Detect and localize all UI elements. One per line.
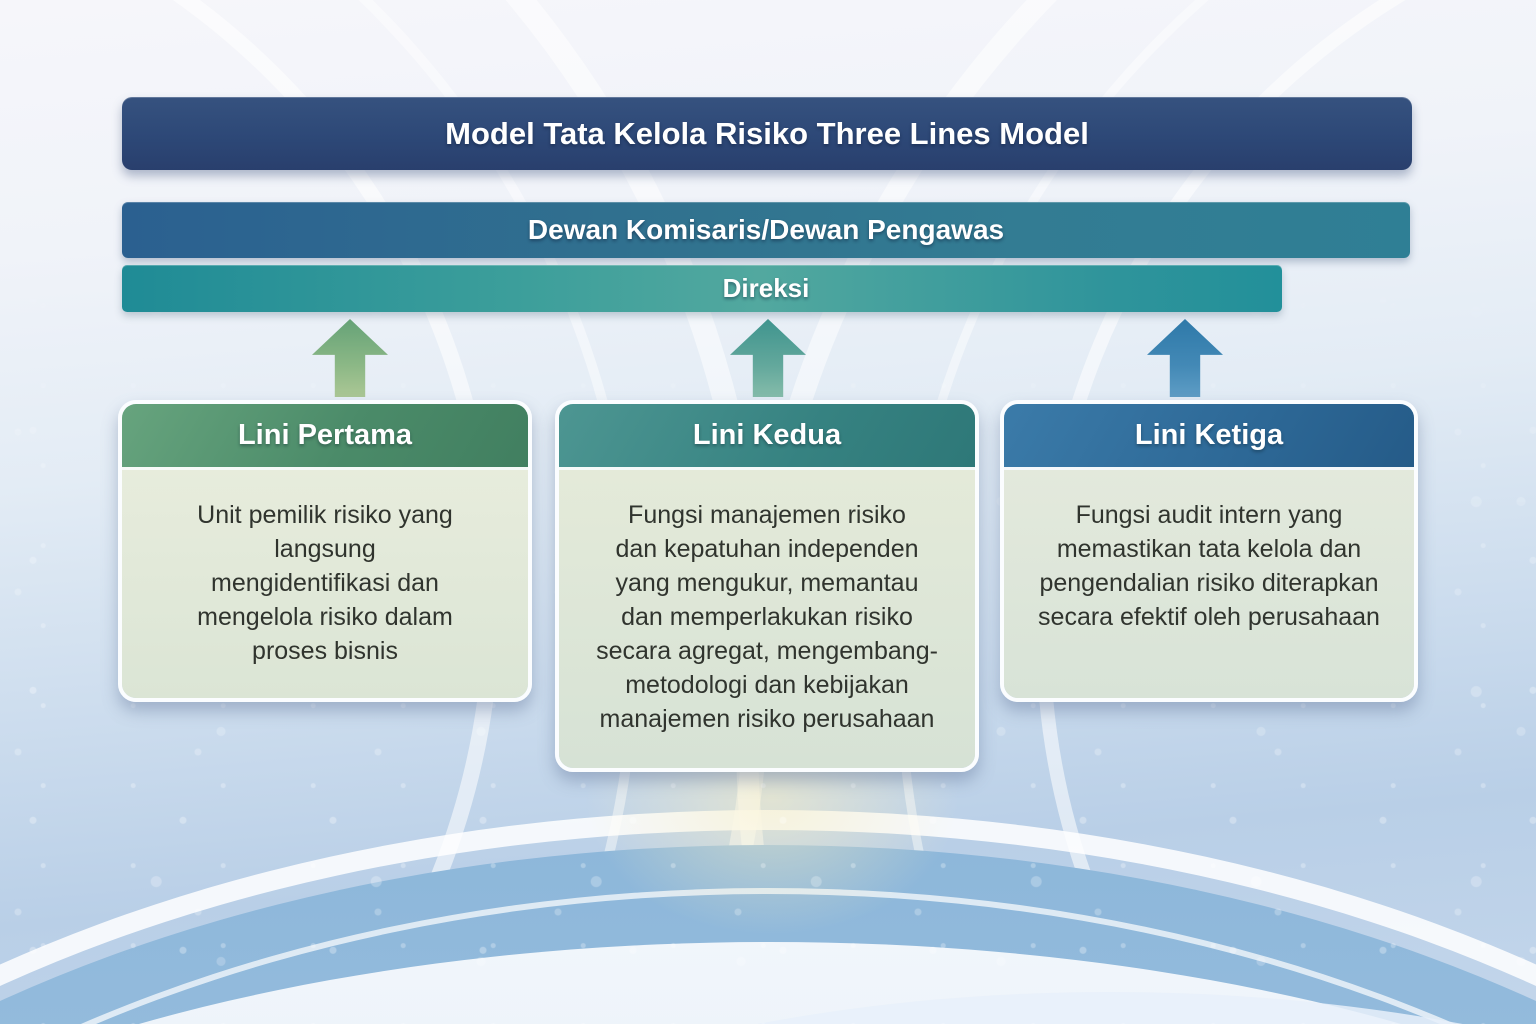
directors-label: Direksi — [722, 273, 810, 303]
up-arrow-icon-second-line — [730, 319, 806, 397]
line-card-second-body: Fungsi manajemen risiko dan kepatuhan in… — [559, 470, 975, 768]
board-of-commissioners-bar: Dewan Komisaris/Dewan Pengawas — [122, 202, 1410, 258]
line-card-third-title: Lini Ketiga — [1134, 419, 1284, 451]
line-card-first-description: Unit pemilik risiko yang langsung mengid… — [197, 501, 453, 665]
line-card-third: Lini Ketiga Fungsi audit intern yang mem… — [1000, 400, 1418, 702]
line-card-third-header: Lini Ketiga — [1004, 404, 1414, 470]
line-card-second-description: Fungsi manajemen risiko dan kepatuhan in… — [596, 501, 938, 733]
line-card-second-title: Lini Kedua — [692, 419, 842, 451]
up-arrow-icon-third-line — [1147, 319, 1223, 397]
line-card-first-title: Lini Pertama — [237, 419, 413, 451]
directors-bar: Direksi — [122, 265, 1282, 312]
up-arrow-icon-first-line — [312, 319, 388, 397]
background-curve-band — [0, 810, 1536, 1024]
background-snow-mound — [0, 942, 1536, 1024]
title-banner: Model Tata Kelola Risiko Three Lines Mod… — [122, 97, 1412, 170]
background-bowl — [0, 845, 1536, 1024]
line-card-first-header: Lini Pertama — [122, 404, 528, 470]
line-card-first: Lini Pertama Unit pemilik risiko yang la… — [118, 400, 532, 702]
line-card-first-body: Unit pemilik risiko yang langsung mengid… — [122, 470, 528, 698]
line-card-third-description: Fungsi audit intern yang memastikan tata… — [1038, 501, 1380, 631]
board-label: Dewan Komisaris/Dewan Pengawas — [527, 214, 1005, 245]
background-bowl-line — [0, 888, 1536, 1024]
background-snow-mound-2 — [210, 992, 1536, 1024]
line-card-second-header: Lini Kedua — [559, 404, 975, 470]
line-card-second: Lini Kedua Fungsi manajemen risiko dan k… — [555, 400, 979, 772]
page-title: Model Tata Kelola Risiko Three Lines Mod… — [445, 115, 1089, 151]
line-card-third-body: Fungsi audit intern yang memastikan tata… — [1004, 470, 1414, 698]
